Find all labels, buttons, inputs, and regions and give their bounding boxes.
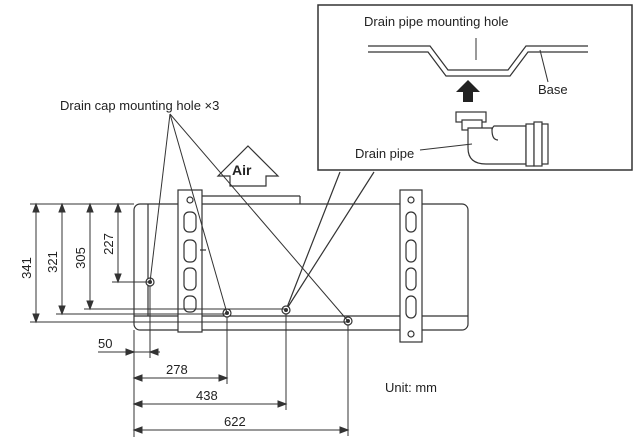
drain-holes [145,277,353,326]
insert-arrow [456,80,480,102]
dim-h-50: 50 [98,336,112,351]
drain-pipe [455,111,549,167]
base-leader [539,49,549,83]
base-plate-bottom [368,51,588,77]
vertical-dims [30,202,348,324]
dim-h-278: 278 [166,362,188,377]
pipe-leader [419,143,473,151]
dim-v-227: 227 [101,233,116,255]
unit-body [133,203,469,331]
right-bracket [399,189,423,343]
unit-label: Unit: mm [385,380,437,395]
dim-v-341: 341 [19,257,34,279]
dim-h-438: 438 [196,388,218,403]
dim-h-622: 622 [224,414,246,429]
left-bracket [177,189,206,333]
callout-wedge [285,171,375,311]
inset-detail: Drain pipe mounting hole Base Drain pipe [317,4,633,171]
horizontal-dims [98,286,350,437]
air-arrow: Air [216,145,280,187]
inset-pipe-label: Drain pipe [355,146,414,161]
air-label: Air [232,162,252,178]
cap-leaders [149,113,349,322]
inset-base-label: Base [538,82,568,97]
dim-v-321: 321 [45,251,60,273]
base-plate-top [368,45,588,71]
inset-hole-label: Drain pipe mounting hole [364,14,509,29]
dim-v-305: 305 [73,247,88,269]
cap-label: Drain cap mounting hole ×3 [60,98,219,113]
